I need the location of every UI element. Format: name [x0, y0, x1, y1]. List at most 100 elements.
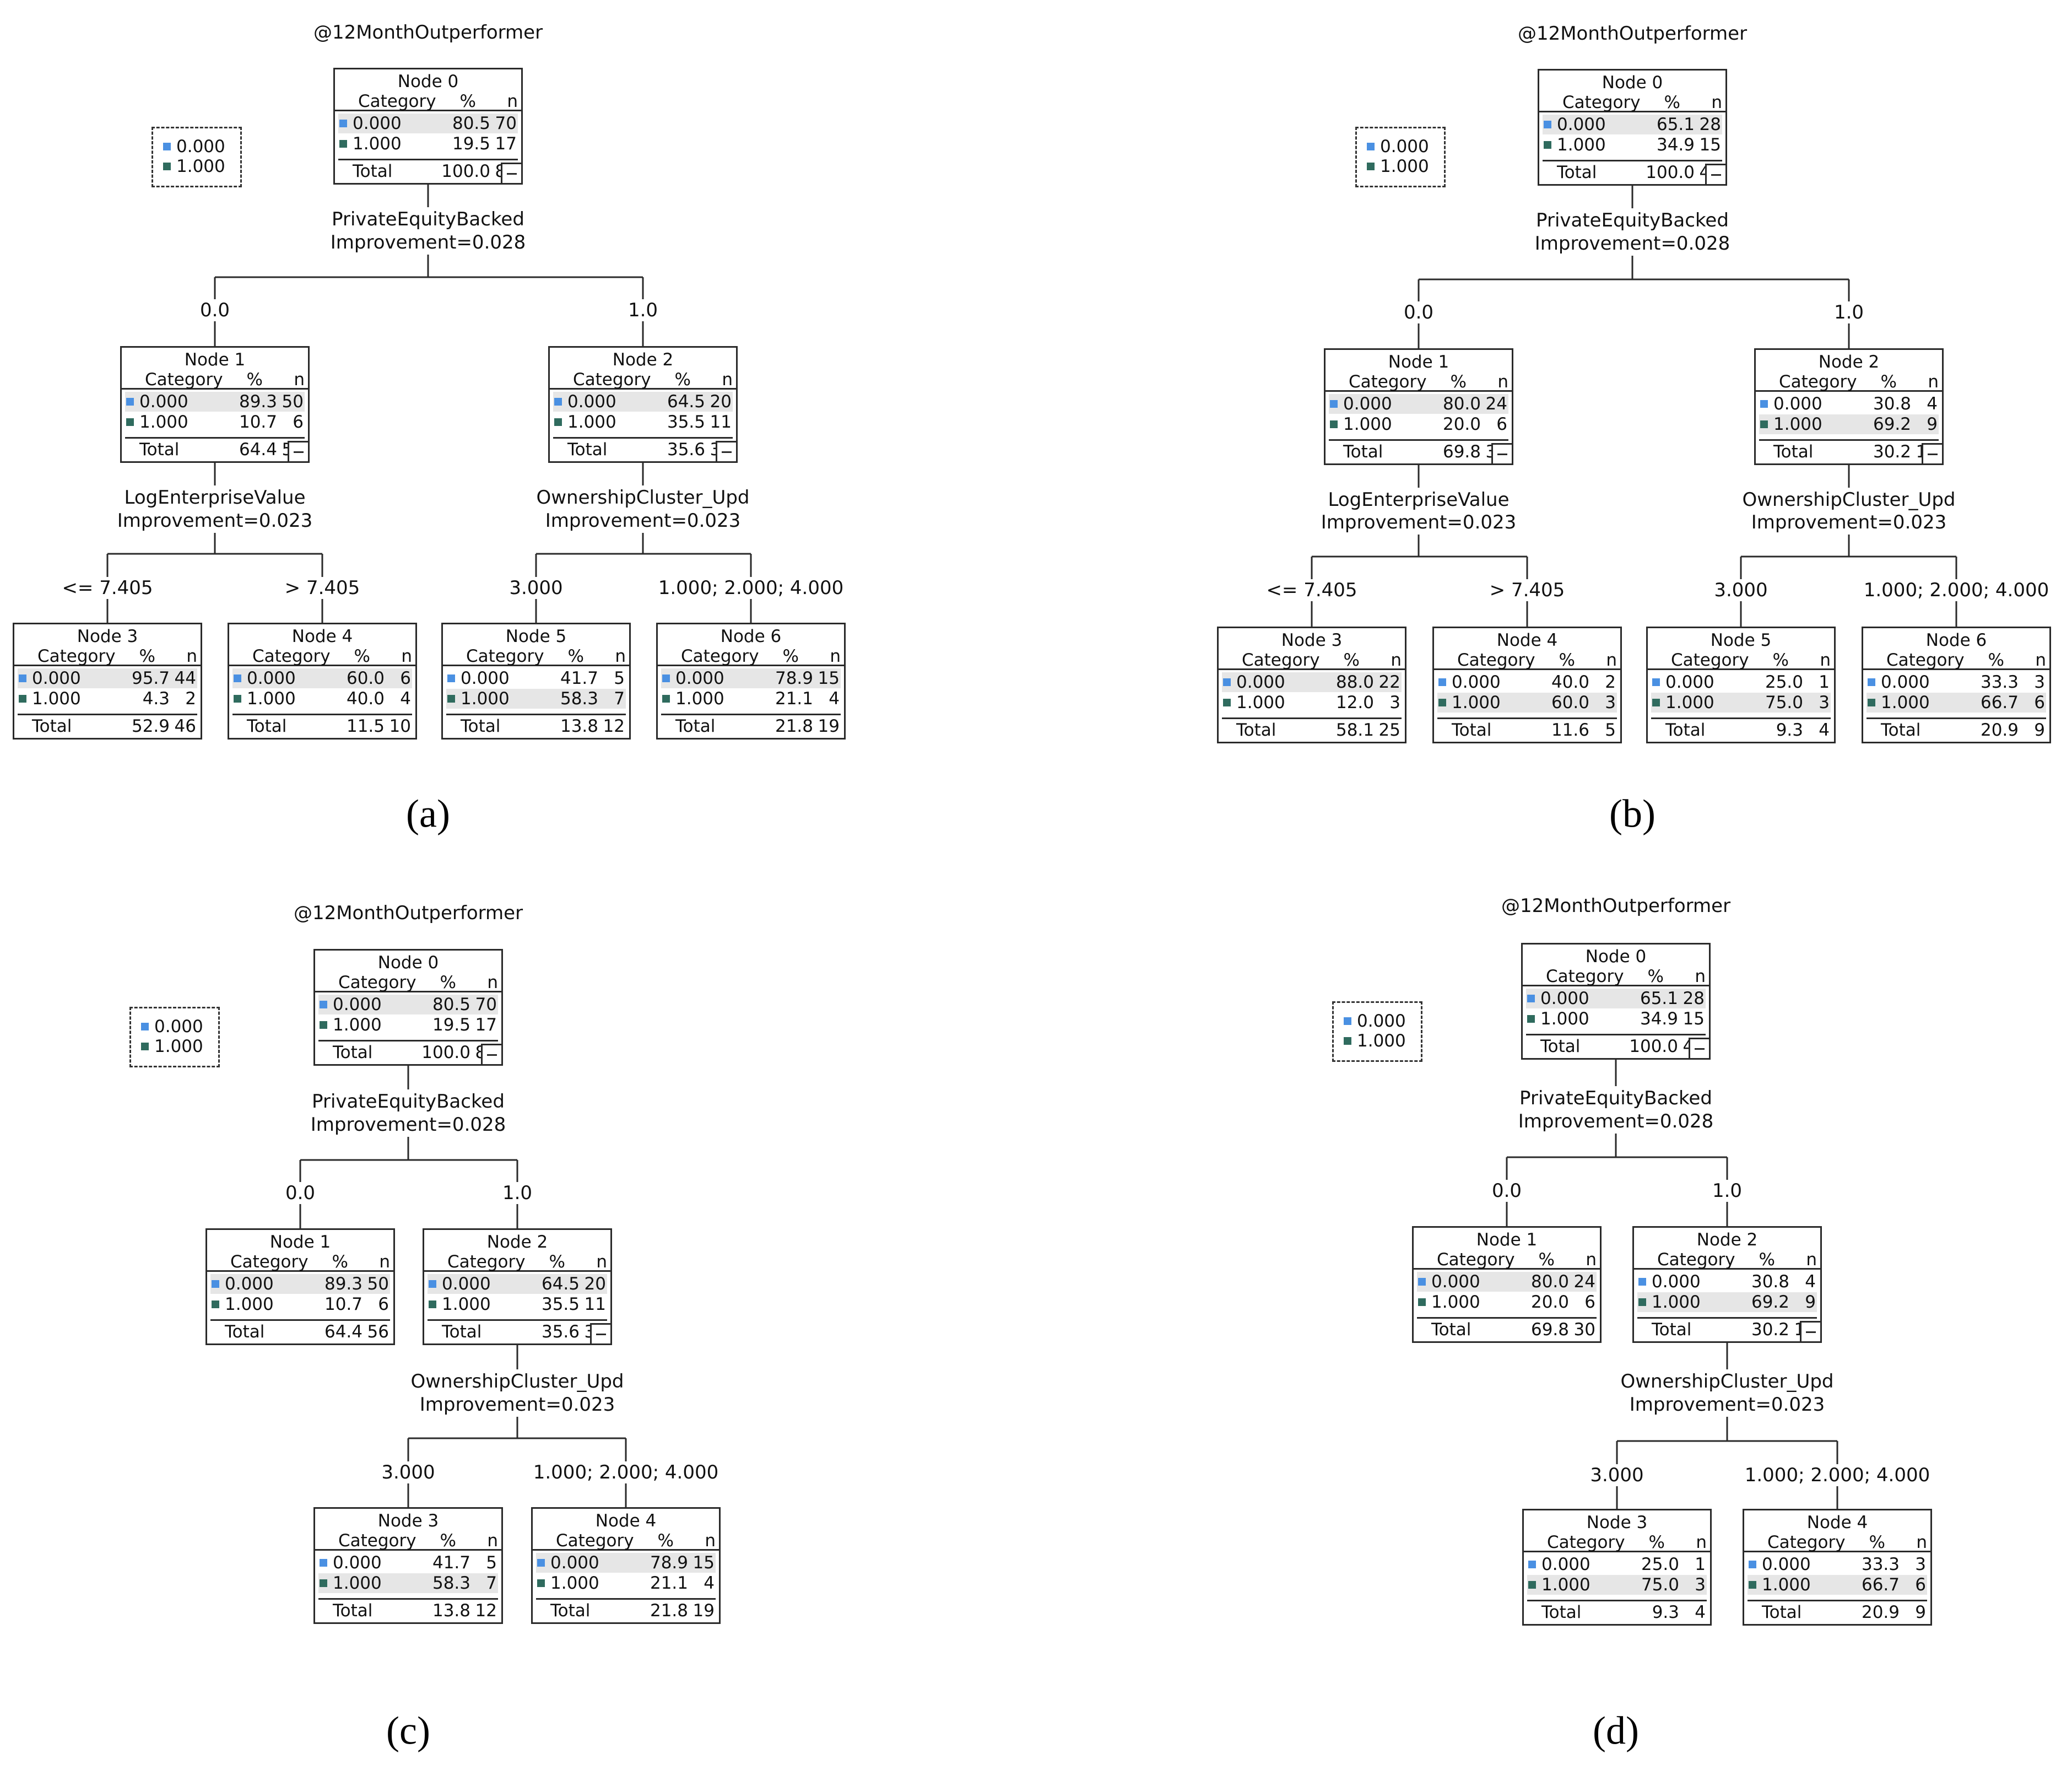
total-count: 19: [693, 1601, 715, 1621]
collapse-node-icon[interactable]: [501, 163, 523, 185]
category-value: 1.000: [550, 1573, 599, 1593]
collapse-node-icon[interactable]: [1922, 443, 1944, 465]
total-label: Total: [1541, 1602, 1582, 1622]
category-count: 6: [378, 1294, 389, 1314]
collapse-node-icon[interactable]: [590, 1323, 612, 1345]
category-swatch-icon: [1223, 699, 1231, 706]
collapse-node-icon[interactable]: [1705, 164, 1727, 186]
collapse-node-icon[interactable]: [1689, 1038, 1711, 1060]
total-percent: 9.3: [1776, 720, 1803, 740]
improvement-label: Improvement=0.023: [1629, 1394, 1825, 1416]
total-percent: 21.8: [775, 716, 813, 736]
node-table-header: Category%n: [315, 974, 501, 992]
total-percent: 35.6: [541, 1322, 580, 1342]
total-percent: 30.2: [1873, 442, 1911, 462]
collapse-node-icon[interactable]: [1491, 443, 1513, 465]
header-count: n: [186, 646, 197, 666]
total-label: Total: [333, 1043, 373, 1062]
node-table-header: Category%n: [1524, 1534, 1710, 1552]
node-title: Node 4: [1496, 630, 1558, 650]
category-value: 0.000: [1881, 672, 1930, 692]
node-table-header: Category%n: [1414, 1251, 1600, 1270]
node-title: Node 0: [1585, 947, 1647, 967]
header-category: Category: [556, 1531, 634, 1551]
header-percent: %: [1647, 967, 1664, 986]
node-title: Node 0: [1602, 73, 1663, 93]
branch-condition-label: 1.0: [627, 299, 658, 321]
header-percent: %: [1772, 650, 1789, 670]
category-swatch-icon: [554, 418, 562, 426]
total-label: Total: [139, 440, 180, 460]
category-percent: 60.0: [346, 668, 385, 688]
collapse-node-icon[interactable]: [288, 441, 310, 463]
total-percent: 100.0: [441, 161, 490, 181]
category-percent: 19.5: [432, 1015, 470, 1035]
header-count: n: [507, 91, 518, 111]
category-value: 1.000: [567, 412, 616, 432]
improvement-label: Improvement=0.023: [1751, 511, 1947, 533]
node-table-header: Category%n: [14, 648, 201, 666]
branch-condition-label: 1.0: [1833, 301, 1864, 323]
category-value: 0.000: [1343, 394, 1392, 414]
category-value: 1.000: [139, 412, 188, 432]
legend-swatch-icon: [1367, 162, 1375, 170]
category-swatch-icon: [320, 1001, 327, 1008]
category-percent: 58.3: [432, 1573, 470, 1593]
category-count: 28: [1683, 989, 1705, 1008]
category-count: 6: [1496, 414, 1507, 434]
category-value: 0.000: [1557, 115, 1606, 134]
collapse-node-icon[interactable]: [716, 441, 738, 463]
category-percent: 66.7: [1980, 693, 2019, 713]
category-swatch-icon: [447, 674, 455, 682]
category-count: 5: [486, 1553, 497, 1573]
category-swatch-icon: [1638, 1278, 1646, 1286]
category-value: 0.000: [1652, 1272, 1701, 1292]
node-table-header: Category%n: [207, 1254, 393, 1272]
collapse-node-icon[interactable]: [1800, 1321, 1822, 1343]
branch-condition-label: 1.000; 2.000; 4.000: [1744, 1464, 1930, 1486]
category-swatch-icon: [212, 1280, 219, 1288]
target-variable-label: @12MonthOutperformer: [313, 21, 543, 44]
category-count: 4: [704, 1573, 715, 1593]
split-variable-label: PrivateEquityBacked: [312, 1091, 505, 1113]
total-count: 30: [1573, 1320, 1595, 1340]
collapse-node-icon[interactable]: [481, 1044, 503, 1066]
panel-caption: (a): [406, 791, 450, 837]
